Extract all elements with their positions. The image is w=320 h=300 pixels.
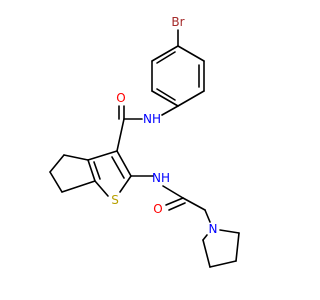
bromophenyl-ring: [151, 45, 205, 107]
acyl-nh-label: NH: [152, 171, 170, 185]
bond: [202, 234, 208, 241]
bond: [151, 90, 179, 107]
bond: [219, 229, 240, 234]
amide-oxygen-label: O: [116, 91, 125, 105]
bond: [116, 118, 125, 152]
pyrrolidine-ring: [202, 229, 240, 268]
bond: [49, 171, 63, 193]
pyrrolidine-nitrogen-label: N: [209, 222, 218, 236]
bond: [177, 90, 205, 107]
aromatic-double-bond: [156, 51, 176, 64]
bond: [63, 154, 89, 161]
bond: [151, 45, 179, 62]
bond: [202, 239, 211, 268]
bond: [209, 260, 237, 268]
bond: [165, 197, 184, 206]
bond: [116, 150, 132, 177]
bond: [94, 180, 109, 197]
aromatic-double-bond: [156, 88, 176, 101]
bromine-label: Br: [171, 15, 184, 29]
double-bond: [168, 202, 186, 211]
bond: [177, 45, 205, 62]
thiophene-sulfur-label: S: [111, 193, 119, 207]
bond: [49, 154, 65, 173]
bond: [119, 175, 132, 193]
acyl-oxygen-label: O: [153, 202, 162, 216]
bond: [204, 209, 211, 223]
bond: [61, 180, 96, 193]
bond: [87, 150, 118, 161]
double-bond: [93, 161, 101, 180]
bond: [161, 105, 179, 116]
molecule-structure: Br NH O S NH O N: [49, 15, 240, 268]
cyclopentane-ring: [49, 154, 96, 193]
bond: [87, 159, 96, 182]
bond: [162, 185, 184, 199]
double-bond: [111, 156, 125, 179]
bond: [235, 232, 240, 262]
bond: [182, 197, 206, 211]
amide-nh-label: NH: [143, 112, 161, 126]
thiophene-ring: [87, 150, 132, 197]
